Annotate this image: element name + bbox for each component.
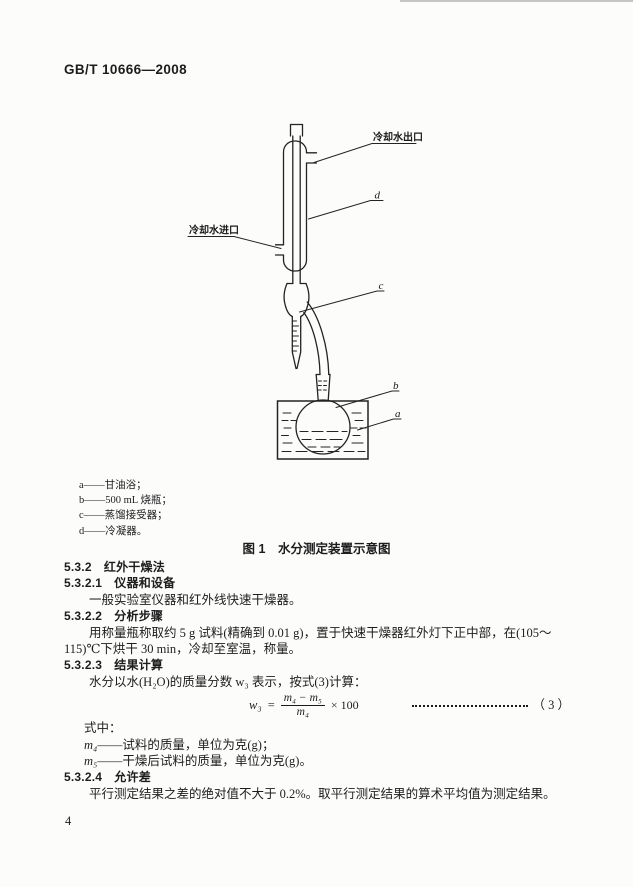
where-label: 式中： <box>84 721 122 736</box>
formula-denominator: m₄ <box>296 705 309 718</box>
formula-numerator: m₄ − m₅ <box>280 692 325 706</box>
callout-d: d <box>375 190 381 202</box>
callout-a: a <box>395 408 401 420</box>
heading-5-3-2-2: 5.3.2.2 分析步骤 <box>64 609 164 624</box>
formula-fraction: m₄ − m₅ m₄ <box>280 692 325 719</box>
heading-5-3-2-1: 5.3.2.1 仪器和设备 <box>64 576 176 591</box>
symbol-m5: m₅ <box>84 754 98 769</box>
heading-5-3-2-4: 5.3.2.4 允许差 <box>64 770 151 785</box>
paragraph-procedure: 用称量瓶称取约 5 g 试料(精确到 0.01 g)，置于快速干燥器红外灯下正中… <box>64 625 552 657</box>
callout-b: b <box>393 380 399 392</box>
equation-number: （ 3 ） <box>532 698 570 713</box>
symbol-m4-description: ——试料的质量，单位为克(g)； <box>97 737 275 752</box>
legend-item-d: d——冷凝器。 <box>79 525 148 537</box>
side-arm-drawing <box>303 301 331 402</box>
flask-drawing <box>295 399 351 455</box>
bath-liquid-dashes <box>280 412 367 453</box>
page-number: 4 <box>65 814 72 828</box>
heading-5-3-2: 5.3.2 红外干燥法 <box>64 560 165 574</box>
body-text: 5.3.2 红外干燥法 5.3.2.1 仪器和设备 一般实验室仪器和红外线快速干… <box>64 559 570 802</box>
paragraph-tolerance: 平行测定结果之差的绝对值不大于 0.2%。取平行测定结果的算术平均值为测定结果。 <box>89 786 556 801</box>
where-item-m5: m₅——干燥后试料的质量，单位为克(g)。 <box>64 753 570 769</box>
symbol-m4: m₄ <box>84 737 98 752</box>
cooling-water-inlet-label: 冷却水进口 <box>189 224 239 237</box>
standard-code: GB/T 10666—2008 <box>64 62 188 77</box>
paragraph-calculation-intro: 水分以水(H₂O)的质量分数 w₃ 表示，按式(3)计算： <box>89 674 367 689</box>
equation-3: w₃ = m₄ − m₅ m₄ × 100 （ 3 ） <box>64 690 570 720</box>
condenser-drawing <box>282 123 308 285</box>
heading-5-3-2-3: 5.3.2.3 结果计算 <box>64 658 164 673</box>
callout-c: c <box>379 280 384 292</box>
leader-lines <box>187 143 417 431</box>
paragraph-apparatus: 一般实验室仪器和红外线快速干燥器。 <box>89 592 302 607</box>
glycerine-bath-drawing <box>276 400 369 460</box>
formula-variable: w₃ <box>249 698 262 713</box>
symbol-m5-description: ——干燥后试料的质量，单位为克(g)。 <box>97 754 312 769</box>
legend-item-b: b——500 mL 烧瓶； <box>79 495 172 507</box>
equation-3-expression: w₃ = m₄ − m₅ m₄ × 100 <box>249 692 359 719</box>
flask-liquid-dashes <box>299 430 348 448</box>
condenser-ports <box>274 152 318 256</box>
where-item-m4: m₄——试料的质量，单位为克(g)； <box>64 737 570 753</box>
equation-number-group: （ 3 ） <box>412 697 570 713</box>
cooling-water-outlet-label: 冷却水出口 <box>373 131 423 144</box>
dotted-leader <box>412 705 529 708</box>
formula-multiplier: × 100 <box>330 698 359 713</box>
formula-equals: = <box>267 698 275 713</box>
legend-item-c: c——蒸馏接受器； <box>79 510 168 522</box>
legend-item-a: a——甘油浴； <box>79 480 147 491</box>
figure-caption: 图 1 水分测定装置示意图 <box>242 542 391 556</box>
scan-artifact-line <box>400 0 633 2</box>
receiver-bulb-drawing <box>283 282 310 370</box>
figure-legend: a——甘油浴； b——500 mL 烧瓶； c——蒸馏接受器； d——冷凝器。 <box>79 478 172 539</box>
